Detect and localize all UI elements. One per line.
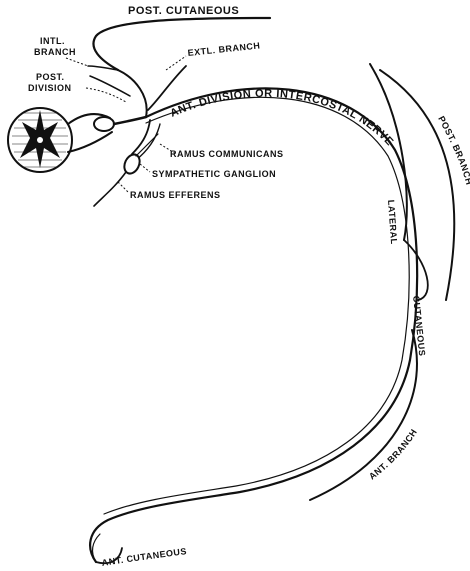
- label-post-branch-text: POST. BRANCH: [436, 114, 470, 186]
- label-ant-division-text: ANT. DIVISION OR INTERCOSTAL NERVE: [168, 88, 395, 149]
- label-sympathetic-ganglion: SYMPATHETIC GANGLION: [152, 169, 276, 179]
- label-lateral-text: LATERAL: [386, 199, 399, 244]
- label-lateral-cutaneous: CUTANEOUS: [411, 295, 427, 357]
- label-post-cutaneous: POST. CUTANEOUS: [128, 5, 239, 17]
- label-intl-branch-2: BRANCH: [34, 47, 76, 57]
- nerve-roots: [68, 114, 146, 152]
- label-ramus-communicans: RAMUS COMMUNICANS: [170, 149, 284, 159]
- label-ramus-efferens: RAMUS EFFERENS: [130, 190, 221, 200]
- posterior-division: [88, 10, 270, 117]
- label-ant-cutaneous: ANT. CUTANEOUS: [101, 546, 188, 568]
- label-lateral-cutaneous-text: CUTANEOUS: [411, 295, 427, 357]
- spinal-cord: [8, 108, 72, 172]
- label-post-branch: POST. BRANCH: [436, 114, 470, 186]
- label-ant-division: ANT. DIVISION OR INTERCOSTAL NERVE: [168, 88, 395, 149]
- label-intl-branch-1: INTL.: [40, 36, 65, 46]
- label-post-division-1: POST.: [36, 72, 65, 82]
- label-post-division-2: DIVISION: [28, 83, 72, 93]
- label-ant-cutaneous-text: ANT. CUTANEOUS: [101, 546, 188, 568]
- label-lateral: LATERAL: [386, 199, 399, 244]
- label-extl-branch: EXTL. BRANCH: [187, 40, 261, 58]
